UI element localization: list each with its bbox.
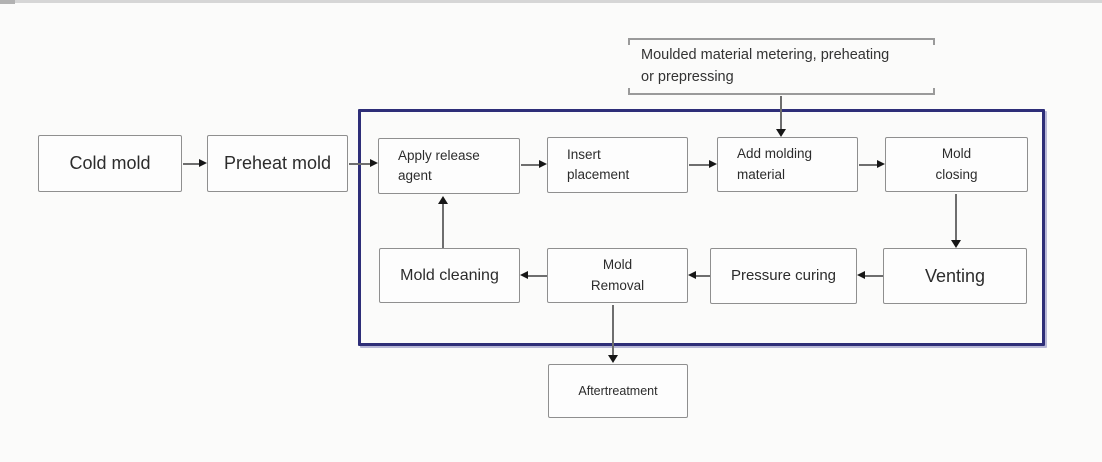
arrow-pressure-to-removal-line bbox=[696, 275, 710, 277]
arrow-apply-to-insert-line bbox=[521, 164, 539, 166]
arrow-closing-to-venting-line bbox=[955, 194, 957, 240]
node-venting: Venting bbox=[883, 248, 1027, 304]
arrow-apply-to-insert-arrowhead-icon bbox=[539, 160, 547, 168]
arrow-insert-to-add-line bbox=[689, 164, 709, 166]
node-label: Mold cleaning bbox=[400, 266, 499, 284]
node-label: agent bbox=[398, 168, 432, 183]
node-pressure-curing: Pressure curing bbox=[710, 248, 857, 304]
arrow-pressure-to-removal-arrowhead-icon bbox=[688, 271, 696, 279]
node-add-molding-material: Add molding material bbox=[717, 137, 858, 192]
arrow-removal-to-aftertreatment-line bbox=[612, 305, 614, 355]
arrow-note-to-add-arrowhead-icon bbox=[776, 129, 786, 137]
node-apply-release-agent: Apply release agent bbox=[378, 138, 520, 194]
arrow-add-to-closing-line bbox=[859, 164, 877, 166]
node-label: Cold mold bbox=[69, 153, 151, 173]
node-label: Mold bbox=[602, 257, 633, 273]
arrow-preheat-to-apply-arrowhead-icon bbox=[370, 159, 378, 167]
arrow-add-to-closing-arrowhead-icon bbox=[877, 160, 885, 168]
node-aftertreatment: Aftertreatment bbox=[548, 364, 688, 418]
arrow-closing-to-venting-arrowhead-icon bbox=[951, 240, 961, 248]
node-label: Aftertreatment bbox=[578, 383, 658, 398]
node-label: closing bbox=[935, 166, 978, 182]
arrow-note-to-add-line bbox=[780, 96, 782, 129]
node-mold-removal: Mold Removal bbox=[547, 248, 688, 303]
node-label: Apply release bbox=[398, 147, 480, 163]
node-label: Preheat mold bbox=[223, 153, 332, 173]
note-bracket-bottom bbox=[628, 88, 935, 95]
top-divider-line bbox=[0, 0, 1102, 3]
arrow-cleaning-to-apply-arrowhead-icon bbox=[438, 196, 448, 204]
note-bracket-top bbox=[628, 38, 935, 45]
node-mold-cleaning: Mold cleaning bbox=[379, 248, 520, 303]
arrow-venting-to-pressure-arrowhead-icon bbox=[857, 271, 865, 279]
node-label: Removal bbox=[590, 277, 645, 293]
arrow-cold-to-preheat-line bbox=[183, 163, 199, 165]
node-label: Add molding bbox=[737, 146, 813, 162]
node-label: Venting bbox=[924, 265, 986, 286]
note-text: Moulded material metering, preheating or… bbox=[641, 44, 925, 89]
arrow-cleaning-to-apply-line bbox=[442, 203, 444, 248]
arrow-cold-to-preheat-arrowhead-icon bbox=[199, 159, 207, 167]
molding-cycle-group-frame bbox=[358, 109, 1045, 346]
arrow-preheat-to-apply-line bbox=[349, 163, 370, 165]
node-label: Mold bbox=[941, 146, 972, 162]
note-text-line: Moulded material metering, preheating bbox=[641, 47, 890, 63]
top-divider-dark-segment bbox=[0, 0, 15, 4]
node-preheat-mold: Preheat mold bbox=[207, 135, 348, 192]
node-label: Pressure curing bbox=[730, 266, 837, 284]
node-cold-mold: Cold mold bbox=[38, 135, 182, 192]
arrow-removal-to-cleaning-line bbox=[528, 275, 547, 277]
node-insert-placement: Insert placement bbox=[547, 137, 688, 193]
node-mold-closing: Mold closing bbox=[885, 137, 1028, 192]
arrow-removal-to-cleaning-arrowhead-icon bbox=[520, 271, 528, 279]
arrow-venting-to-pressure-line bbox=[865, 275, 883, 277]
note-text-line: or prepressing bbox=[641, 69, 734, 86]
arrow-insert-to-add-arrowhead-icon bbox=[709, 160, 717, 168]
note-moulded-material: Moulded material metering, preheating or… bbox=[628, 38, 935, 95]
arrow-removal-to-aftertreatment-arrowhead-icon bbox=[608, 355, 618, 363]
node-label: material bbox=[737, 166, 786, 182]
node-label: placement bbox=[567, 167, 630, 182]
node-label: Insert bbox=[567, 146, 601, 162]
